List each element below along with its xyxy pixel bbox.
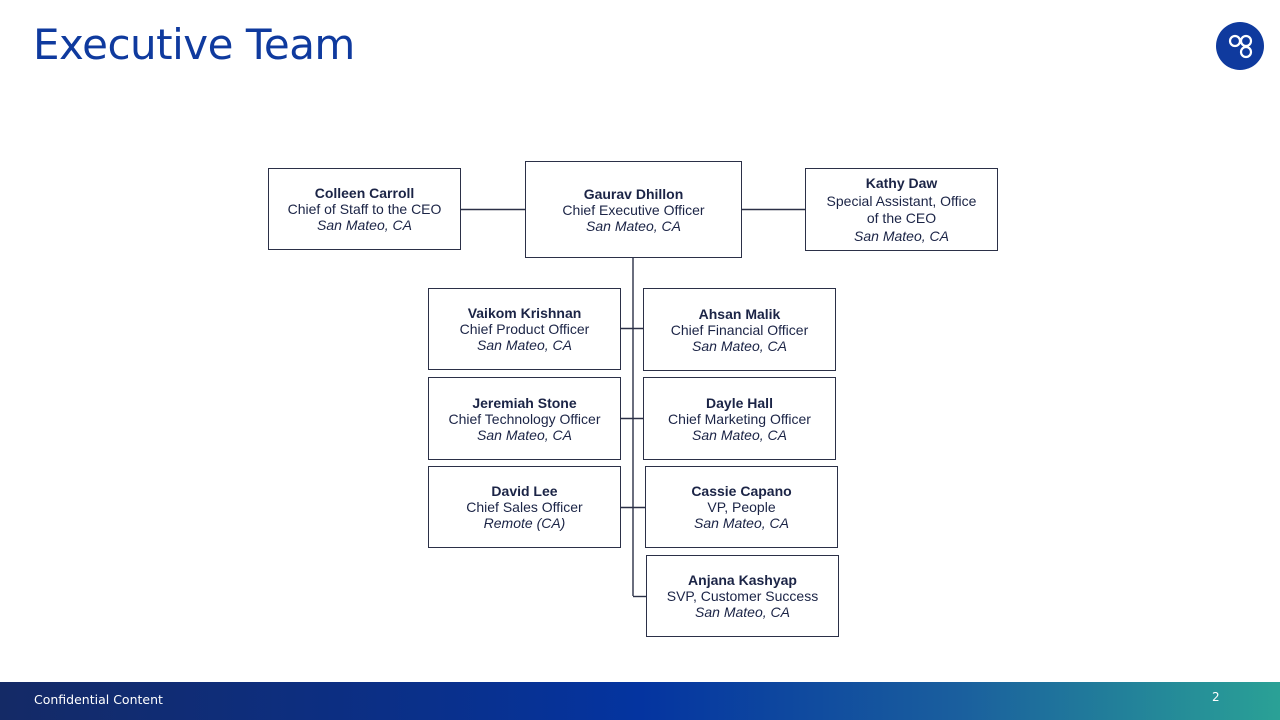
person-title: Chief Technology Officer <box>448 410 601 427</box>
person-title: Chief Sales Officer <box>466 499 583 515</box>
footer-bar: Confidential Content 2 <box>0 682 1280 720</box>
person-name: Jeremiah Stone <box>472 394 577 411</box>
person-title: Special Assistant, Office of the CEO <box>826 193 977 226</box>
person-location: San Mateo, CA <box>477 337 572 353</box>
person-name: David Lee <box>491 483 558 499</box>
confidential-label: Confidential Content <box>34 692 163 707</box>
person-location: San Mateo, CA <box>694 515 789 531</box>
person-name: Ahsan Malik <box>698 305 781 322</box>
person-name: Dayle Hall <box>706 394 773 411</box>
org-box-ceo: Gaurav Dhillon Chief Executive Officer S… <box>525 161 742 258</box>
person-name: Gaurav Dhillon <box>583 185 684 202</box>
person-name: Kathy Daw <box>865 175 938 191</box>
org-box-report: Vaikom Krishnan Chief Product Officer Sa… <box>428 288 621 370</box>
person-title: VP, People <box>707 499 776 515</box>
org-box-report: Jeremiah Stone Chief Technology Officer … <box>428 377 621 460</box>
person-name: Anjana Kashyap <box>688 572 797 588</box>
page-number: 2 <box>1212 690 1220 704</box>
person-location: San Mateo, CA <box>695 604 790 620</box>
person-name: Colleen Carroll <box>314 185 415 201</box>
person-location: San Mateo, CA <box>692 337 787 354</box>
person-title: Chief Marketing Officer <box>668 410 811 427</box>
person-location: San Mateo, CA <box>692 426 787 443</box>
person-location: San Mateo, CA <box>854 228 949 244</box>
person-location: San Mateo, CA <box>477 426 572 443</box>
person-name: Cassie Capano <box>691 483 792 499</box>
org-box-chief-of-staff: Colleen Carroll Chief of Staff to the CE… <box>268 168 461 250</box>
person-title: Chief of Staff to the CEO <box>287 201 442 217</box>
org-box-report: David Lee Chief Sales Officer Remote (CA… <box>428 466 621 548</box>
chain-links-icon <box>1228 34 1253 59</box>
person-title: SVP, Customer Success <box>666 588 819 604</box>
person-title: Chief Executive Officer <box>562 201 705 218</box>
person-location: San Mateo, CA <box>586 217 681 234</box>
person-title: Chief Product Officer <box>459 321 590 337</box>
person-location: San Mateo, CA <box>317 217 412 233</box>
org-box-report: Dayle Hall Chief Marketing Officer San M… <box>643 377 836 460</box>
org-box-report: Cassie Capano VP, People San Mateo, CA <box>645 466 838 548</box>
org-box-report: Anjana Kashyap SVP, Customer Success San… <box>646 555 839 637</box>
logo <box>1216 22 1264 70</box>
person-title: Chief Financial Officer <box>670 321 809 338</box>
person-name: Vaikom Krishnan <box>467 305 582 321</box>
person-location: Remote (CA) <box>483 515 566 531</box>
page-title: Executive Team <box>33 20 355 69</box>
org-box-special-assistant: Kathy Daw Special Assistant, Office of t… <box>805 168 998 251</box>
org-box-report: Ahsan Malik Chief Financial Officer San … <box>643 288 836 371</box>
